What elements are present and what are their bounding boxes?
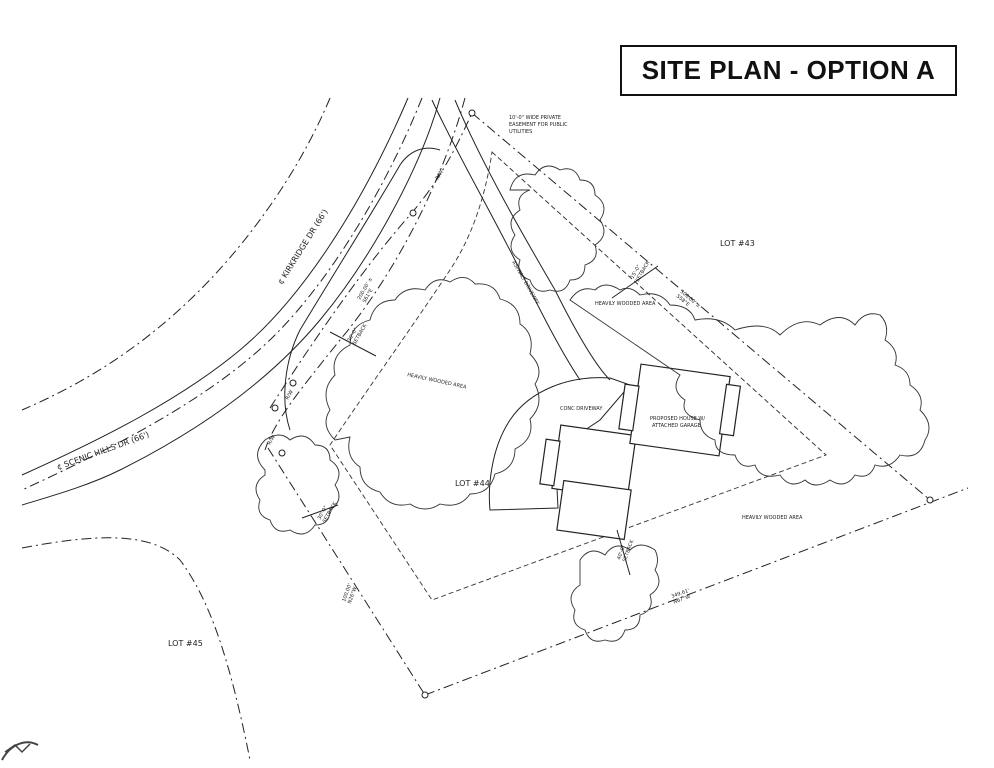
- property-pin: [926, 496, 934, 504]
- setback-dim-rear: [616, 529, 631, 576]
- wooded-area-label-south: HEAVILY WOODED AREA: [742, 515, 803, 521]
- road-centerline: [21, 97, 423, 491]
- property-line-southwest: [267, 447, 426, 696]
- tree-line-east: [569, 284, 930, 486]
- easement-line-1: [431, 99, 581, 381]
- proposed-house-label: PROPOSED HOUSE W/ ATTACHED GARAGE: [650, 416, 707, 429]
- property-pin: [468, 109, 476, 117]
- tree-line-southwest: [255, 434, 340, 535]
- dimension-label-southwest: 100.00' N26°W: [341, 581, 359, 604]
- row-label-1: R/W: [435, 169, 445, 181]
- street-label-kirkridge: ¢ KIRKRIDGE DR (66'): [276, 208, 330, 286]
- easement-line-2: [454, 99, 611, 381]
- setback-label-front: 30'-0" SETBACK: [347, 320, 369, 346]
- setback-label-southwest: 30'-0" SETBACK: [317, 498, 339, 524]
- road-edge-inner: [21, 97, 441, 506]
- lot-label-43: LOT #43: [720, 239, 755, 248]
- row-label-3: R/W: [267, 434, 277, 446]
- building-setback-envelope: [329, 151, 827, 601]
- proposed-house-footprint: [539, 363, 742, 541]
- property-line-frontage: [269, 112, 473, 409]
- title-box: SITE PLAN - OPTION A: [620, 45, 957, 96]
- property-line-southeast: [424, 487, 969, 696]
- right-of-way-south: [21, 537, 251, 761]
- setback-dim-front: [329, 331, 377, 357]
- lot-corner-curve: [284, 147, 441, 431]
- setback-dim-northeast: [611, 265, 659, 299]
- wooded-area-label-west: HEAVILY WOODED AREA: [407, 372, 468, 391]
- concrete-driveway: [488, 377, 631, 511]
- property-pin: [289, 379, 297, 387]
- lot-label-45: LOT #45: [168, 639, 203, 648]
- right-of-way-northwest: [21, 97, 331, 411]
- asphalt-driveway-label: ASPHALT DRIVEWAY: [510, 260, 541, 307]
- setback-label-rear: 40'-0" SETBACK: [616, 536, 635, 562]
- right-of-way-southeast: [264, 97, 466, 451]
- conc-driveway-label: CONC DRIVEWAY: [560, 406, 603, 412]
- page-title: SITE PLAN - OPTION A: [641, 55, 936, 85]
- road-edge-outer: [21, 97, 409, 476]
- property-pin: [271, 404, 279, 412]
- dimension-label-southeast: 349.61' N67°W: [671, 587, 694, 605]
- corner-logo-icon: [1, 741, 39, 761]
- property-pin: [409, 209, 417, 217]
- setback-label-northeast: 15'-0" SETBACK: [630, 257, 652, 283]
- property-pin: [421, 691, 429, 699]
- row-label-2: R/W: [285, 389, 295, 401]
- tree-line-south: [570, 544, 660, 642]
- property-pin: [278, 449, 286, 457]
- dimension-label-kirkridge: 200.00' ± S61°E: [357, 275, 381, 304]
- tree-line-west: [325, 277, 540, 510]
- setback-dim-southwest: [301, 504, 339, 519]
- lot-label-44: LOT #44: [455, 479, 490, 488]
- wooded-area-label-north: HEAVILY WOODED AREA: [595, 301, 656, 307]
- tree-line-north: [509, 165, 605, 292]
- easement-label: 10'-0" WIDE PRIVATE EASEMENT FOR PUBLIC …: [509, 115, 569, 135]
